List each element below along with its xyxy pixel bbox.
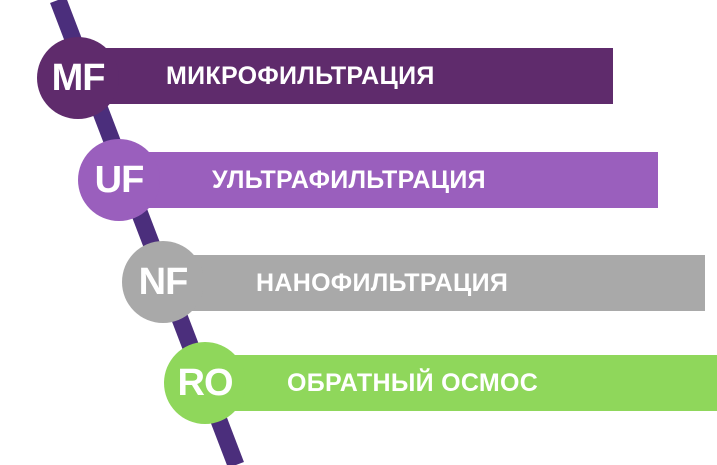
stage-abbr: UF [94,158,145,201]
stage-abbr: NF [138,260,189,303]
stage-label: МИКРОФИЛЬТРАЦИЯ [166,61,435,90]
stage-bar-ro: ОБРАТНЫЙ ОСМОС [205,355,717,411]
stage-badge-nf: NF [122,241,204,323]
stage-label: УЛЬТРАФИЛЬТРАЦИЯ [212,165,486,194]
stage-badge-mf: MF [37,37,119,119]
stage-badge-ro: RO [164,342,246,424]
stage-abbr: MF [51,56,106,99]
stage-bar-mf: МИКРОФИЛЬТРАЦИЯ [78,48,613,104]
stage-bar-nf: НАНОФИЛЬТРАЦИЯ [163,255,705,311]
stage-label: НАНОФИЛЬТРАЦИЯ [256,268,509,297]
stage-badge-uf: UF [78,139,160,221]
stage-label: ОБРАТНЫЙ ОСМОС [287,368,539,397]
stage-abbr: RO [177,361,234,404]
stage-bar-uf: УЛЬТРАФИЛЬТРАЦИЯ [118,152,658,208]
